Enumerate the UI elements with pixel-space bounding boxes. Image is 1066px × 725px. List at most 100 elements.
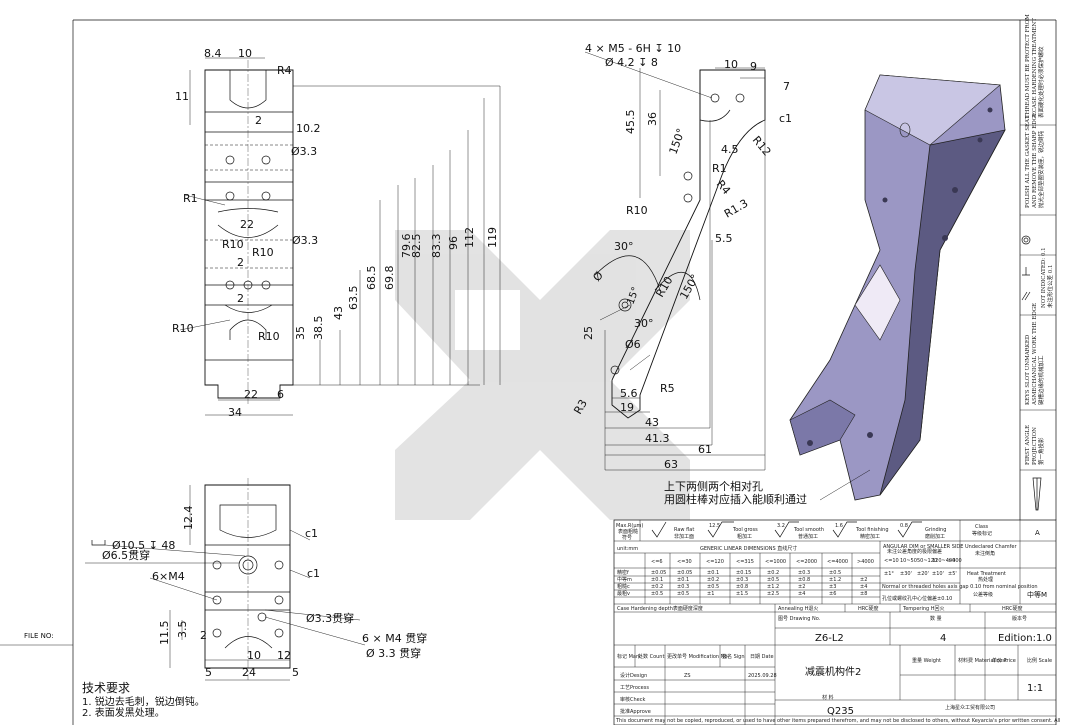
dim-tl-28: 22 — [244, 388, 258, 401]
tol-row-2-label: 粗糙c — [617, 583, 630, 590]
dim-tl-9: R10 — [222, 238, 244, 251]
dim-tl-11: Ø3.3 — [292, 234, 318, 247]
file-no-label: FILE NO: — [24, 632, 54, 640]
tol-1-7: ±2 — [860, 577, 867, 583]
side-note-13: 未注形位公差 0.1 — [1046, 265, 1054, 309]
tol-0-6: ±0.5 — [829, 570, 841, 576]
normal-thread-note: Normal or threaded holes axis gap 0.10 f… — [882, 584, 1038, 590]
dim-tl-22: 79.6 — [400, 234, 413, 259]
material-value: Q235 — [827, 706, 854, 717]
tol-3-2: ±1 — [707, 591, 714, 597]
dim-tl-8: 22 — [240, 218, 254, 231]
tol-1-0: ±0.1 — [651, 577, 663, 583]
designer: ZS — [684, 673, 691, 679]
dim-bl-1: 11.5 — [158, 621, 171, 646]
assembly-note-line2: 用圆柱棒对应插入能顺利通过 — [664, 492, 807, 506]
tol-1-2: ±0.2 — [707, 577, 719, 583]
finish-3-val: 1.6 — [835, 523, 843, 529]
raw-surface-icon — [651, 521, 667, 538]
dim-mid-21: R5 — [660, 382, 675, 395]
tol-0-5: ±0.3 — [798, 570, 810, 576]
heat-treatment: Heat Treatment — [967, 571, 1006, 577]
finish-0-zh: 非加工面 — [674, 533, 694, 540]
design-date: 2025.09.28 — [748, 673, 777, 679]
dim-tl-23: 82.5 — [410, 234, 423, 259]
angular-header: ANGULAR DIM or SMALLER SIDE — [883, 544, 963, 550]
counterbore-note: Ø10.5 ↧ 48 — [112, 539, 175, 552]
tol-2-4: ±1.2 — [767, 584, 779, 590]
angle-val-3: ±10' — [932, 571, 944, 577]
angle-range-0: <=10 — [884, 558, 899, 564]
tol-2-6: ±3 — [829, 584, 836, 590]
dim-mid-25: 43 — [645, 416, 659, 429]
dim-tl-14: R10 — [172, 322, 194, 335]
angle-val-1: ±30' — [900, 571, 912, 577]
dim-tl-30: 34 — [228, 406, 242, 419]
side-view-middle — [584, 51, 766, 471]
tech-req-item-1: 1. 锐边去毛刺，锐边倒钝。 — [82, 695, 205, 708]
material-cost-label: 材料费 Material cost — [958, 657, 1007, 664]
tol-0-1: ±0.05 — [677, 570, 692, 576]
dim-tl-15: R10 — [258, 330, 280, 343]
rough-12-5-icon — [707, 521, 734, 538]
side-note-0: THREAD MUST BE PROTECT FROM — [1025, 14, 1031, 118]
dim-mid-19: 30° — [634, 317, 654, 330]
dim-bl-0: 12.4 — [182, 506, 195, 531]
hrc-1: HRC硬度 — [858, 605, 878, 612]
chamfer-note-1: c1 — [305, 527, 318, 540]
tempering: Tempering H回火 — [902, 606, 945, 612]
dim-bl-8: 24 — [242, 666, 256, 679]
dim-tl-29: 6 — [277, 388, 284, 401]
rough-0-8-icon — [897, 521, 922, 538]
projection-symbol-icon — [1032, 477, 1042, 511]
dim-tl-19: 63.5 — [347, 286, 360, 311]
drawing-no: Z6-L2 — [815, 633, 844, 644]
angle-range-2: 50~120 — [917, 558, 937, 564]
dim-bl-4: 5 — [205, 666, 212, 679]
dim-tl-6: Ø3.3 — [291, 145, 317, 158]
dim-mid-2: 7 — [783, 80, 790, 93]
drawing-no-label: 图号 Drawing No. — [778, 616, 821, 622]
tol-0-4: ±0.2 — [767, 570, 779, 576]
dim-mid-28: 63 — [664, 458, 678, 471]
size-range-3: <=315 — [736, 559, 754, 565]
dim-mid-22: R3 — [571, 397, 590, 416]
tol-0-2: ±0.1 — [707, 570, 719, 576]
side-note-8: 键槽边缘的机械加工 — [1037, 355, 1045, 405]
tol-3-3: ±1.5 — [736, 591, 748, 597]
version-label: 版本号 — [1012, 615, 1027, 622]
dim-mid-24: 19 — [620, 401, 634, 414]
angle-range-3: 120~400 — [932, 558, 955, 564]
dim-bl-6: 12 — [277, 649, 291, 662]
rev-h-sign: 签名 Sign — [722, 653, 745, 660]
dim-mid-13: 5.5 — [715, 232, 733, 245]
finish-2-val: 3.2 — [777, 523, 785, 529]
size-range-1: <=30 — [677, 559, 692, 565]
dim-tl-7: R1 — [183, 192, 198, 205]
finish-4-zh: 磨削加工 — [925, 533, 945, 540]
dim-tl-24: 83.3 — [430, 234, 443, 259]
tol-row-1-label: 中等m — [617, 576, 632, 583]
tol-1-3: ±0.3 — [736, 577, 748, 583]
tol-2-0: ±0.2 — [651, 584, 663, 590]
thread-note-line2: Ø 4.2 ↧ 8 — [605, 56, 658, 69]
assembly-note-line1: 上下两侧两个相对孔 — [664, 479, 763, 493]
angle-range-4: >400 — [948, 558, 962, 564]
isometric-view — [789, 74, 1006, 501]
qty-label: 数 量 — [930, 615, 942, 622]
unit-label: unit:mm — [617, 546, 638, 552]
tol-2-1: ±0.3 — [677, 584, 689, 590]
dim-tl-3: 11 — [175, 90, 189, 103]
angle-val-4: ±5' — [948, 571, 957, 577]
side-note-4: AND REMOVE THE SHARP EDGE — [1032, 112, 1038, 209]
version-value: Edition:1.0 — [998, 633, 1052, 644]
rev-h-mod: 更改单号 Modification No. — [667, 653, 729, 660]
dim-tl-5: 10.2 — [296, 122, 321, 135]
tol-0-0: ±0.05 — [651, 570, 666, 576]
thru-note-2: Ø3.3贯穿 — [306, 611, 354, 625]
tol-2-2: ±0.5 — [707, 584, 719, 590]
dim-mid-0: 10 — [724, 58, 738, 71]
dim-tl-18: 43 — [332, 306, 345, 320]
title-block: Max.R(μm) 表面粗糙 符号 Raw flat 非加工面 12.5 Too… — [613, 519, 1060, 725]
dim-tl-1: 10 — [238, 47, 252, 60]
